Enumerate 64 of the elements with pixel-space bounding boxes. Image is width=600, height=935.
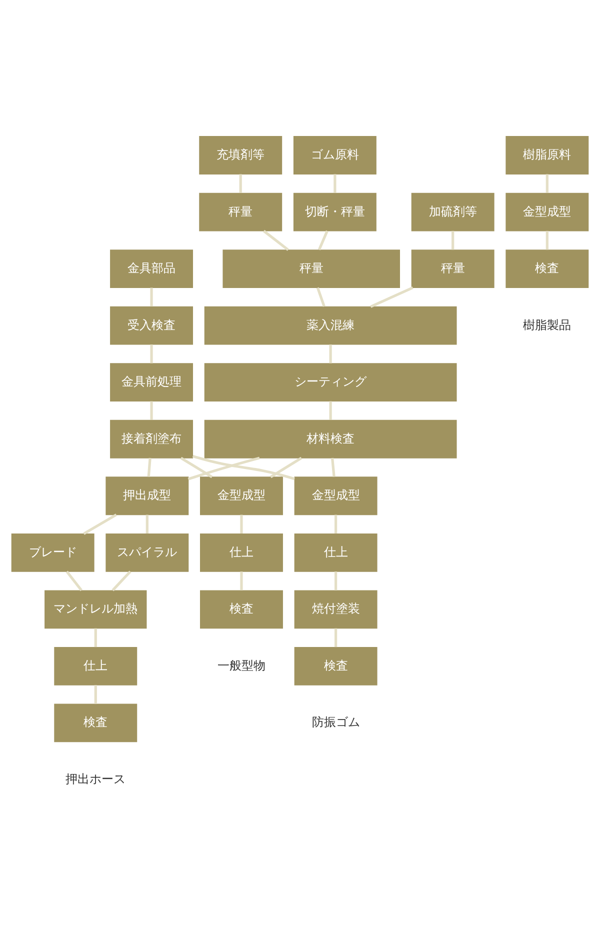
node-box: 薬入混練 (204, 306, 457, 345)
node-label: 防振ゴム (312, 715, 360, 730)
connector (94, 628, 97, 648)
node-label: 押出ホース (66, 772, 126, 786)
node-box: 仕上 (200, 533, 283, 572)
node-box: 検査 (200, 590, 283, 629)
connector (316, 287, 326, 307)
node-box: 仕上 (54, 646, 138, 686)
node-label: 樹脂製品 (523, 318, 572, 332)
connector (240, 572, 243, 590)
connector (180, 456, 213, 478)
connector (318, 230, 328, 250)
connector (546, 230, 548, 250)
node-box: 検査 (54, 704, 138, 742)
node-box: マンドレル加熱 (44, 590, 147, 629)
connector (239, 174, 242, 193)
connector (146, 514, 148, 534)
connector (147, 458, 152, 477)
node-box: 秤量 (222, 250, 400, 288)
node-box: 焼付塗装 (294, 590, 378, 629)
connector (150, 288, 153, 306)
node-box: 金具部品 (110, 250, 194, 288)
node-box: 受入検査 (110, 306, 194, 345)
connector (112, 570, 132, 592)
node-box: 樹脂原料 (506, 136, 589, 174)
node-box: 切断・秤量 (293, 192, 376, 232)
node-box: 金型成型 (506, 192, 589, 232)
connector (334, 174, 336, 193)
node-box: スパイラル (106, 533, 189, 572)
connector (270, 456, 302, 478)
connector (192, 454, 295, 480)
node-box: 秤量 (411, 250, 494, 288)
node-box: シーティング (204, 363, 457, 402)
connector (188, 456, 260, 480)
node-box: 金型成型 (200, 476, 283, 516)
connector (334, 514, 338, 534)
connector (546, 174, 548, 193)
node-box: 仕上 (294, 533, 378, 572)
node-box: 金具前処理 (110, 363, 194, 402)
node-box: 秤量 (199, 192, 282, 232)
connector (329, 401, 332, 420)
connector (370, 286, 414, 308)
node-label: 一般型物 (217, 658, 266, 672)
node-box: ブレード (11, 533, 94, 572)
connector (329, 344, 332, 364)
connector (452, 230, 454, 250)
connector (94, 685, 97, 704)
node-box: 材料検査 (204, 420, 457, 458)
node-box: ゴム原料 (293, 136, 376, 174)
node-box: 充填剤等 (199, 136, 282, 174)
connector (334, 572, 338, 590)
connector (150, 401, 153, 420)
node-box: 押出成型 (106, 476, 189, 516)
connector (240, 514, 243, 534)
node-box: 検査 (294, 646, 378, 686)
node-box: 金型成型 (294, 476, 378, 516)
connector (83, 514, 117, 535)
connector (330, 458, 336, 477)
connector (150, 344, 153, 364)
connector (334, 628, 338, 648)
connector (66, 570, 82, 592)
node-box: 接着剤塗布 (110, 420, 194, 458)
node-box: 加硫剤等 (411, 192, 494, 232)
node-box: 検査 (506, 250, 589, 288)
